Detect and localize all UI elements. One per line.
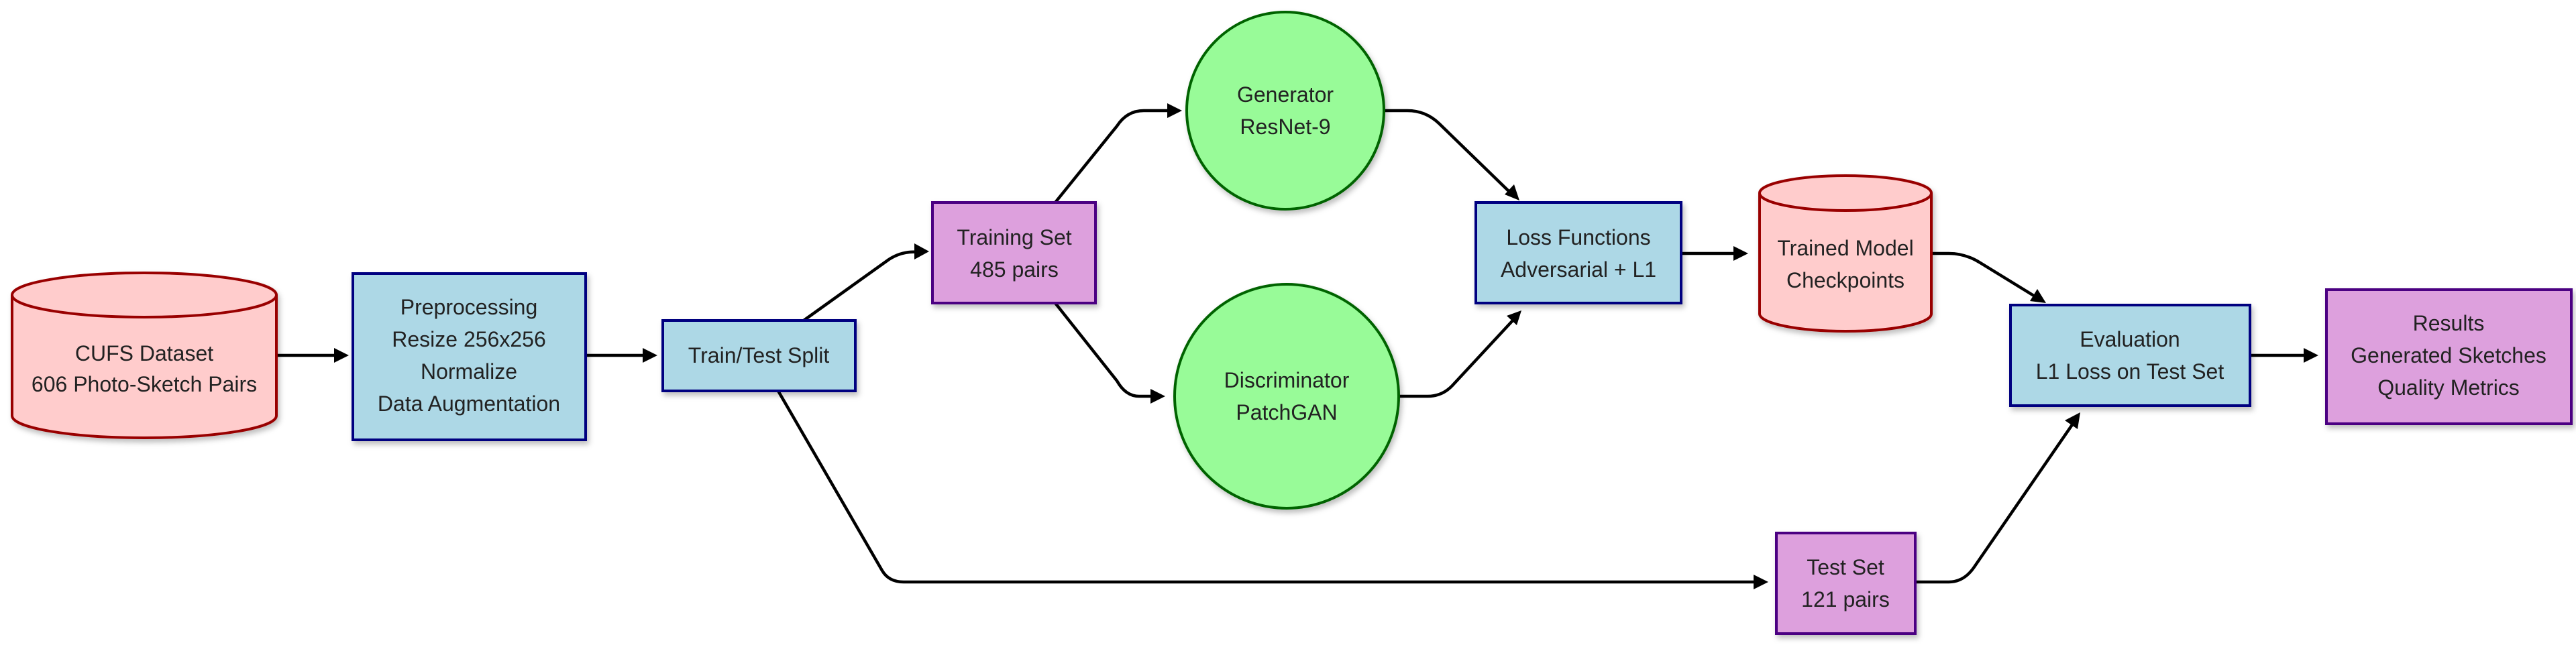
node-training-set: [931, 201, 1097, 304]
node-label-line: Results: [2413, 311, 2485, 335]
node-loss-functions: [1474, 201, 1682, 304]
node-evaluation: [2009, 304, 2251, 407]
arrowhead-loss-from-discriminator: [1507, 310, 1521, 325]
node-label-line: 485 pairs: [970, 257, 1059, 282]
arrowhead-results: [2304, 348, 2318, 363]
arrowhead-split: [643, 348, 657, 363]
arrowhead-evaluation-from-test: [2065, 412, 2080, 429]
node-label-line: Evaluation: [2080, 327, 2180, 351]
arrowhead-generator: [1167, 103, 1182, 118]
node-text: Test Set 121 pairs: [1801, 555, 1890, 611]
node-label-line: ResNet-9: [1240, 115, 1330, 139]
edge-generator-to-loss: [1382, 109, 1511, 193]
node-label-line: Quality Metrics: [2377, 375, 2520, 400]
node-text: Evaluation L1 Loss on Test Set: [2036, 327, 2224, 384]
arrowhead-trained-model: [1733, 246, 1748, 261]
arrowhead-evaluation-from-model: [2030, 289, 2046, 303]
node-trained-model: [1758, 174, 1933, 333]
node-label-line: Normalize: [421, 359, 517, 384]
edge-test-set-to-evaluation: [1915, 422, 2074, 584]
node-label-line: Checkpoints: [1786, 268, 1904, 292]
node-label-line: Data Augmentation: [378, 392, 560, 416]
node-label-line: Adversarial + L1: [1501, 257, 1656, 282]
cylinder-body: [11, 295, 278, 439]
node-label-line: Discriminator: [1224, 368, 1350, 392]
edge-trained-model-to-evaluation: [1930, 251, 2037, 298]
node-label-line: Preprocessing: [400, 295, 538, 319]
node-label-line: L1 Loss on Test Set: [2036, 359, 2224, 384]
node-label-line: Train/Test Split: [688, 343, 830, 367]
arrowhead-loss-from-generator: [1505, 184, 1519, 200]
node-text: CUFS Dataset 606 Photo-Sketch Pairs: [32, 341, 257, 396]
arrowhead-preprocessing: [334, 348, 349, 363]
edge-split-to-training-set: [802, 250, 918, 322]
node-label-line: Trained Model: [1777, 236, 1913, 260]
node-cufs-dataset: [11, 272, 278, 439]
node-text: Train/Test Split: [688, 343, 830, 367]
node-label-line: CUFS Dataset: [75, 341, 213, 365]
node-label-line: 606 Photo-Sketch Pairs: [32, 372, 257, 396]
node-text: Training Set 485 pairs: [957, 225, 1071, 282]
node-generator: [1185, 11, 1385, 211]
edge-split-to-test-set: [777, 390, 1758, 584]
node-preprocessing: [352, 272, 587, 441]
arrowhead-training-set: [914, 243, 929, 259]
node-test-set: [1775, 532, 1917, 635]
node-label-line: Loss Functions: [1506, 225, 1650, 249]
node-label-line: PatchGAN: [1236, 400, 1337, 424]
edge-training-set-to-discriminator: [1054, 302, 1154, 398]
cylinder-top: [11, 272, 278, 318]
edge-training-set-to-generator: [1054, 109, 1171, 204]
node-label-line: Test Set: [1807, 555, 1884, 579]
cylinder-body: [1758, 193, 1933, 333]
arrowhead-discriminator: [1150, 389, 1165, 404]
node-label-line: Generator: [1237, 82, 1334, 107]
node-label-line: Generated Sketches: [2351, 343, 2546, 367]
node-results: [2325, 288, 2573, 425]
cylinder-top: [1758, 174, 1933, 212]
node-discriminator: [1173, 283, 1400, 510]
node-train-test-split: [661, 319, 857, 392]
node-label-line: Resize 256x256: [392, 327, 545, 351]
edge-discriminator-to-loss: [1399, 319, 1514, 398]
edges: [276, 103, 2318, 589]
node-label-line: Training Set: [957, 225, 1071, 249]
arrowhead-test-set: [1754, 575, 1768, 589]
node-label-line: 121 pairs: [1801, 587, 1890, 611]
